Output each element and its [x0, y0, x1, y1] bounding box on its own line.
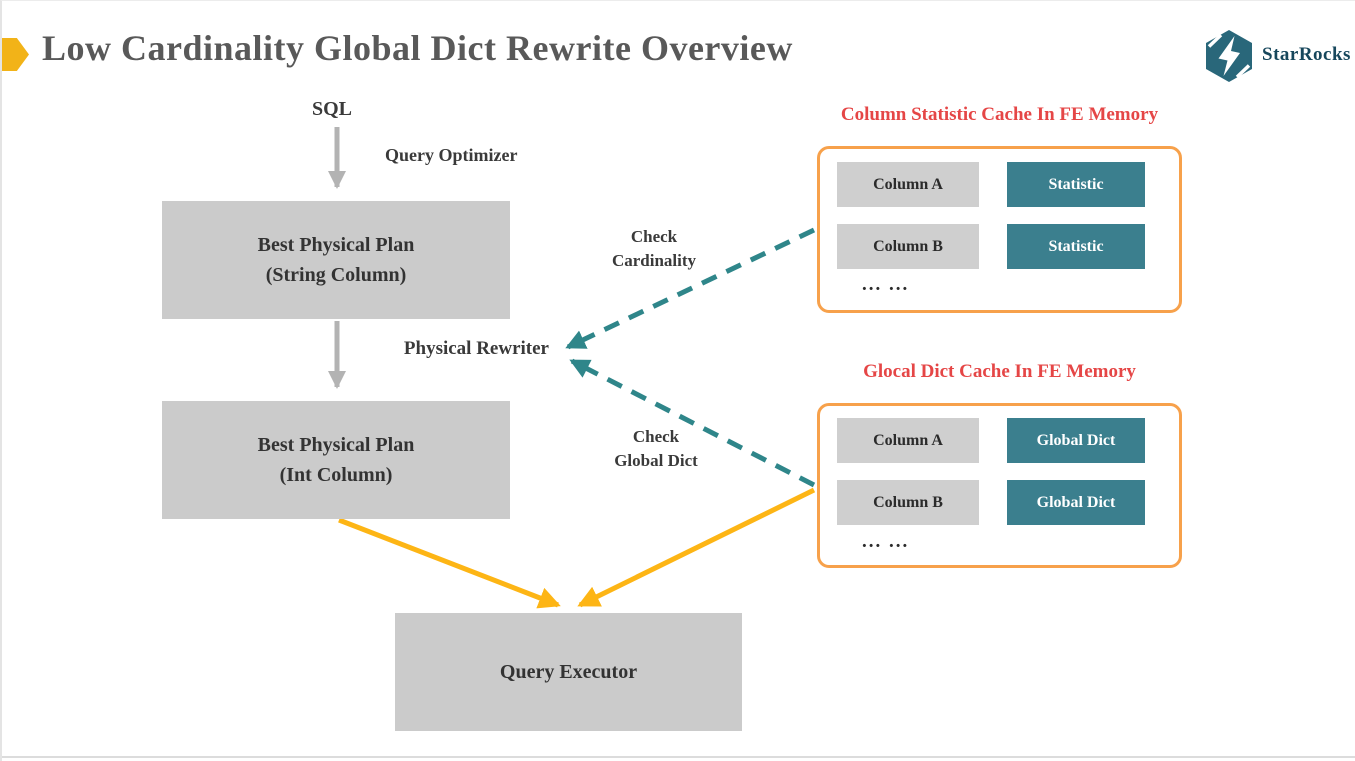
brand-logo: StarRocks: [1204, 27, 1351, 85]
dict-cache-value-b: Global Dict: [1007, 480, 1145, 525]
arrow-plan-int-to-executor: [338, 517, 561, 609]
statistic-cache-column-b: Column B: [837, 224, 979, 269]
check-cardinality-label: Check Cardinality: [590, 225, 718, 273]
check-global-dict-line2: Global Dict: [614, 451, 698, 470]
check-cardinality-line2: Cardinality: [611, 251, 697, 270]
statistic-cache-value-a: Statistic: [1007, 162, 1145, 207]
statistic-cache-ellipsis: ... ...: [862, 274, 910, 295]
dict-cache-title: Glocal Dict Cache In FE Memory: [863, 361, 1136, 382]
dict-cache-ellipsis: ... ...: [862, 531, 910, 552]
query-optimizer-label: Query Optimizer: [385, 145, 518, 165]
check-cardinality-line1: Check: [630, 227, 678, 246]
dict-cache-column-a: Column A: [837, 418, 979, 463]
statistic-cache-value-b: Statistic: [1007, 224, 1145, 269]
plan-string-line2: (String Column): [265, 264, 407, 286]
check-global-dict-line1: Check: [632, 427, 680, 446]
plan-int-line1: Best Physical Plan: [257, 434, 415, 456]
title-bullet-icon: [2, 38, 29, 71]
arrow-dict-cache-to-executor: [577, 487, 816, 608]
node-best-physical-plan-string: Best Physical Plan (String Column): [162, 201, 510, 319]
node-query-executor: Query Executor: [395, 613, 742, 731]
dict-cache-value-a: Global Dict: [1007, 418, 1145, 463]
sql-label: SQL: [311, 98, 353, 120]
statistic-cache-title: Column Statistic Cache In FE Memory: [840, 104, 1159, 125]
bottom-divider: [2, 756, 1355, 758]
starrocks-hexagon-icon: [1206, 30, 1252, 82]
statistic-cache-panel: Column A Statistic Column B Statistic ..…: [817, 146, 1182, 313]
page-title: Low Cardinality Global Dict Rewrite Over…: [42, 28, 793, 68]
brand-name: StarRocks: [1262, 44, 1351, 65]
query-executor-label: Query Executor: [499, 661, 638, 683]
check-global-dict-label: Check Global Dict: [590, 425, 722, 473]
plan-string-line1: Best Physical Plan: [257, 234, 415, 256]
dict-cache-column-b: Column B: [837, 480, 979, 525]
plan-int-line2: (Int Column): [279, 464, 393, 486]
physical-rewriter-label: Physical Rewriter: [403, 338, 549, 359]
statistic-cache-column-a: Column A: [837, 162, 979, 207]
dict-cache-panel: Column A Global Dict Column B Global Dic…: [817, 403, 1182, 568]
node-best-physical-plan-int: Best Physical Plan (Int Column): [162, 401, 510, 519]
